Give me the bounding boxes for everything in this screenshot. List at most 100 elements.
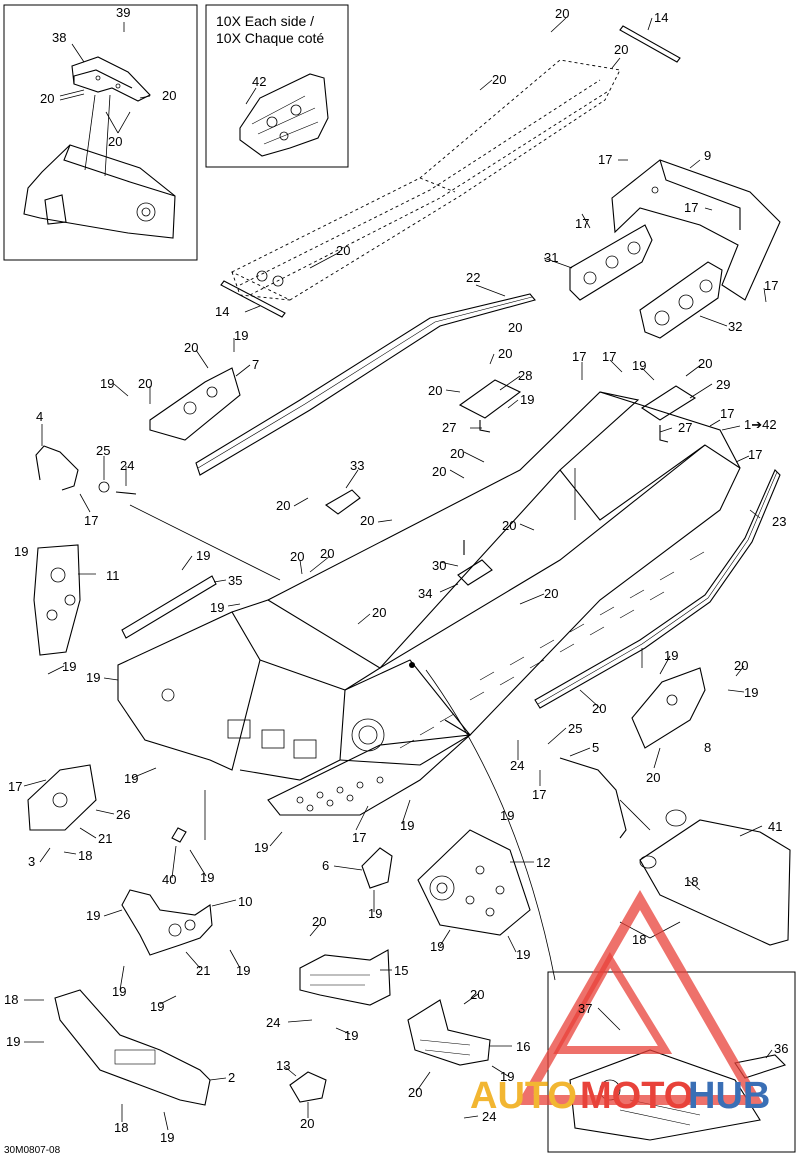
callout-20: 20 — [162, 88, 176, 103]
callout-20: 20 — [508, 320, 522, 335]
callout-42: 42 — [252, 74, 266, 89]
callout-20: 20 — [320, 546, 334, 561]
callout-20: 20 — [360, 513, 374, 528]
callout-20: 20 — [544, 586, 558, 601]
callout-28: 28 — [518, 368, 532, 383]
callout-19: 19 — [520, 392, 534, 407]
callout-20: 20 — [372, 605, 386, 620]
watermark-text: AUTO MOTO HUB — [470, 1075, 770, 1117]
callout-20: 20 — [592, 701, 606, 716]
part-8-bracket — [631, 667, 706, 749]
callout-20: 20 — [138, 376, 152, 391]
part-16-mount — [407, 999, 491, 1066]
callout-17: 17 — [598, 152, 612, 167]
callout-13: 13 — [276, 1058, 290, 1073]
callout-20: 20 — [108, 134, 122, 149]
inset-box-side-plate — [205, 4, 349, 168]
callout-24: 24 — [120, 458, 134, 473]
part-42-side-plate — [239, 73, 329, 157]
callout-20: 20 — [698, 356, 712, 371]
main-tunnel — [117, 391, 741, 816]
callout-20: 20 — [276, 498, 290, 513]
callout-19: 19 — [100, 376, 114, 391]
callout-27: 27 — [442, 420, 456, 435]
callout-19: 19 — [430, 939, 444, 954]
part-26-bracket — [27, 764, 97, 831]
part-23-rail — [534, 469, 781, 709]
callout-19: 19 — [14, 544, 28, 559]
callout-20: 20 — [312, 914, 326, 929]
callout-24: 24 — [482, 1109, 496, 1124]
watermark-text-auto: AUTO — [470, 1075, 577, 1117]
inset-note-line2: 10X Chaque coté — [216, 30, 324, 46]
callout-32: 32 — [728, 319, 742, 334]
callout-17: 17 — [575, 216, 589, 231]
callout-12: 12 — [536, 855, 550, 870]
callout-22: 22 — [466, 270, 480, 285]
callout-19: 19 — [236, 963, 250, 978]
callout-20: 20 — [614, 42, 628, 57]
callout-33: 33 — [350, 458, 364, 473]
callout-19: 19 — [664, 648, 678, 663]
callout-10: 10 — [238, 894, 252, 909]
callout-18: 18 — [632, 932, 646, 947]
callout-20: 20 — [555, 6, 569, 21]
callout-19: 19 — [150, 999, 164, 1014]
inset-box-front-bracket — [3, 4, 198, 261]
part-31-plate — [569, 224, 653, 301]
callout-41: 41 — [768, 819, 782, 834]
callout-20: 20 — [470, 987, 484, 1002]
callout-17: 17 — [684, 200, 698, 215]
callout-16: 16 — [516, 1039, 530, 1054]
callout-38: 38 — [52, 30, 66, 45]
part-11-plate — [33, 544, 81, 656]
callout-20: 20 — [646, 770, 660, 785]
part-14-strip-lower — [220, 280, 286, 318]
part-4-hook — [35, 445, 79, 491]
callout-20: 20 — [498, 346, 512, 361]
callout-19: 19 — [632, 358, 646, 373]
part-28-plate — [458, 379, 522, 419]
callout-2: 2 — [228, 1070, 235, 1085]
part-40-clip — [171, 827, 187, 843]
callout-14: 14 — [654, 10, 668, 25]
callout-19: 19 — [210, 600, 224, 615]
callout-19: 19 — [234, 328, 248, 343]
callout-8: 8 — [704, 740, 711, 755]
callout-25: 25 — [568, 721, 582, 736]
callout-17: 17 — [8, 779, 22, 794]
callout-4: 4 — [36, 409, 43, 424]
part-24-bolt — [115, 491, 137, 495]
part-14-strip-upper — [619, 25, 681, 63]
part-41-cover — [639, 809, 791, 946]
callout-19: 19 — [344, 1028, 358, 1043]
callout-19: 19 — [500, 1069, 514, 1084]
callout-20: 20 — [450, 446, 464, 461]
callout-24: 24 — [510, 758, 524, 773]
part-10-bracket — [121, 889, 213, 956]
watermark-text-hub: HUB — [688, 1075, 770, 1117]
callout-34: 34 — [418, 586, 432, 601]
callout-19: 19 — [124, 771, 138, 786]
callout-25: 25 — [96, 443, 110, 458]
part-15-mount — [299, 949, 391, 1006]
callout-20: 20 — [336, 243, 350, 258]
callout-20: 20 — [734, 658, 748, 673]
part-29-plate — [640, 385, 697, 421]
callout-19: 19 — [160, 1130, 174, 1145]
callout-20: 20 — [40, 91, 54, 106]
callout-17: 17 — [602, 349, 616, 364]
watermark-text-moto: MOTO — [580, 1075, 693, 1117]
part-35-strip — [121, 575, 217, 639]
callout-19: 19 — [86, 908, 100, 923]
part-27-stud-b — [659, 425, 669, 443]
callout-19: 19 — [86, 670, 100, 685]
callout-19: 19 — [368, 906, 382, 921]
callout-19: 19 — [200, 870, 214, 885]
callout-labels: 39 38 20 20 20 10X Each side / 10X Chaqu… — [4, 5, 788, 1156]
callout-19: 19 — [112, 984, 126, 999]
callout-19: 19 — [196, 548, 210, 563]
callout-18: 18 — [114, 1120, 128, 1135]
callout-36: 36 — [774, 1041, 788, 1056]
